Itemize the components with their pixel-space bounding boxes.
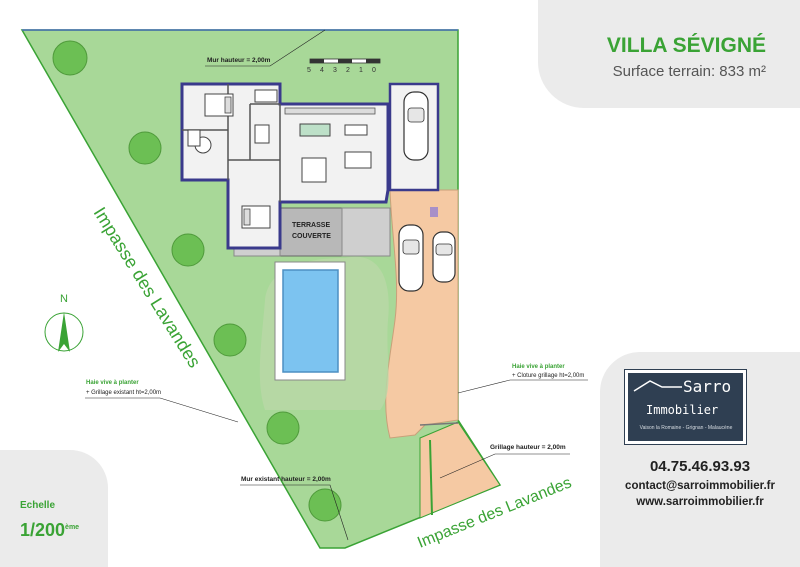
kitchen-island <box>299 123 331 137</box>
tree <box>266 411 300 445</box>
car-parking-1 <box>398 224 424 292</box>
note-hedge-right-1: Haie vive à planter <box>512 364 565 370</box>
tree <box>213 323 247 357</box>
bed-1-pillow <box>224 96 232 114</box>
car-garage <box>403 91 429 161</box>
leader-fence-right <box>439 453 570 479</box>
roof-icon <box>633 380 682 392</box>
car-parking-2 <box>432 231 456 283</box>
scale-bar-fill <box>310 59 324 63</box>
note-hedge-left-1: Haie vive à planter <box>86 380 139 386</box>
agency-phone[interactable]: 04.75.46.93.93 <box>649 458 751 475</box>
car-parking-1-window <box>402 239 420 255</box>
bed-3 <box>254 89 278 103</box>
mailbox <box>430 207 438 217</box>
page-title: VILLA SÉVIGNÉ <box>606 34 766 57</box>
covered-terrace <box>279 207 343 257</box>
note-existing-wall: Mur existant hauteur = 2,00m <box>241 476 331 483</box>
tree <box>308 488 342 522</box>
scale-tick: 3 <box>333 67 337 74</box>
car-garage-window <box>407 107 425 123</box>
note-wall-top: Mur hauteur = 2,00m <box>207 57 271 64</box>
agency-tagline: Vaison la Romaine - Grignan - Malaucène <box>639 425 733 431</box>
tree <box>171 233 205 267</box>
note-hedge-left-2: + Grillage existant ht=2,00m <box>86 390 161 396</box>
access-line-1 <box>429 439 433 516</box>
scale-tick: 1 <box>359 67 363 74</box>
scale-tick: 2 <box>346 67 350 74</box>
scale-bar-fill <box>366 59 380 63</box>
bed-2-pillow <box>243 208 251 226</box>
surface-label: Surface terrain: 833 m² <box>612 63 766 80</box>
north-arrow-icon <box>58 312 70 352</box>
agency-website[interactable]: www.sarroimmobilier.fr <box>636 496 764 508</box>
agency-logo: Sarro Immobilier Vaison la Romaine - Gri… <box>624 369 747 445</box>
leader-hedge-right <box>457 379 588 394</box>
tree <box>128 131 162 165</box>
scale-label: Echelle <box>20 500 56 511</box>
scale-bar-fill <box>338 59 352 63</box>
agency-email[interactable]: contact@sarroimmobilier.fr <box>625 480 775 492</box>
armchair <box>344 124 368 136</box>
note-fence-right: Grillage hauteur = 2,00m <box>490 444 566 451</box>
scale-number: 1/200 <box>20 520 66 540</box>
trees <box>52 40 342 522</box>
car-parking-2-window <box>435 243 453 256</box>
swimming-pool <box>282 269 339 373</box>
driveway-area <box>385 189 459 439</box>
scale-tick: 5 <box>307 67 311 74</box>
leader-hedge-left <box>85 397 239 423</box>
title-panel <box>538 0 800 108</box>
tree <box>52 40 88 76</box>
agency-subtitle: Immobilier <box>646 403 719 417</box>
note-hedge-right-2: + Cloture grillage ht=2,00m <box>512 373 584 379</box>
wc <box>254 124 270 144</box>
kitchen-counter <box>284 107 376 115</box>
house-footprint <box>180 82 390 250</box>
gate-line <box>419 422 459 426</box>
leader-wall-top <box>205 29 326 67</box>
terrace-label-2: COUVERTE <box>292 233 331 240</box>
scale-ticks: 5 4 3 2 1 0 <box>307 67 376 74</box>
leader-existing-wall <box>240 484 349 541</box>
scale-value: 1/200ème <box>20 520 79 541</box>
scale-tick: 0 <box>372 67 376 74</box>
shower <box>187 129 201 147</box>
north-label: N <box>60 293 68 305</box>
terrace-label-1: TERRASSE <box>292 222 330 229</box>
south-access <box>419 421 501 519</box>
terrace-right <box>341 207 391 257</box>
sofa <box>344 151 372 169</box>
scale-panel <box>0 450 108 567</box>
scale-tick: 4 <box>320 67 324 74</box>
dining-table <box>301 157 327 183</box>
scale-suffix: ème <box>65 524 80 531</box>
agency-name: Sarro <box>683 377 732 396</box>
